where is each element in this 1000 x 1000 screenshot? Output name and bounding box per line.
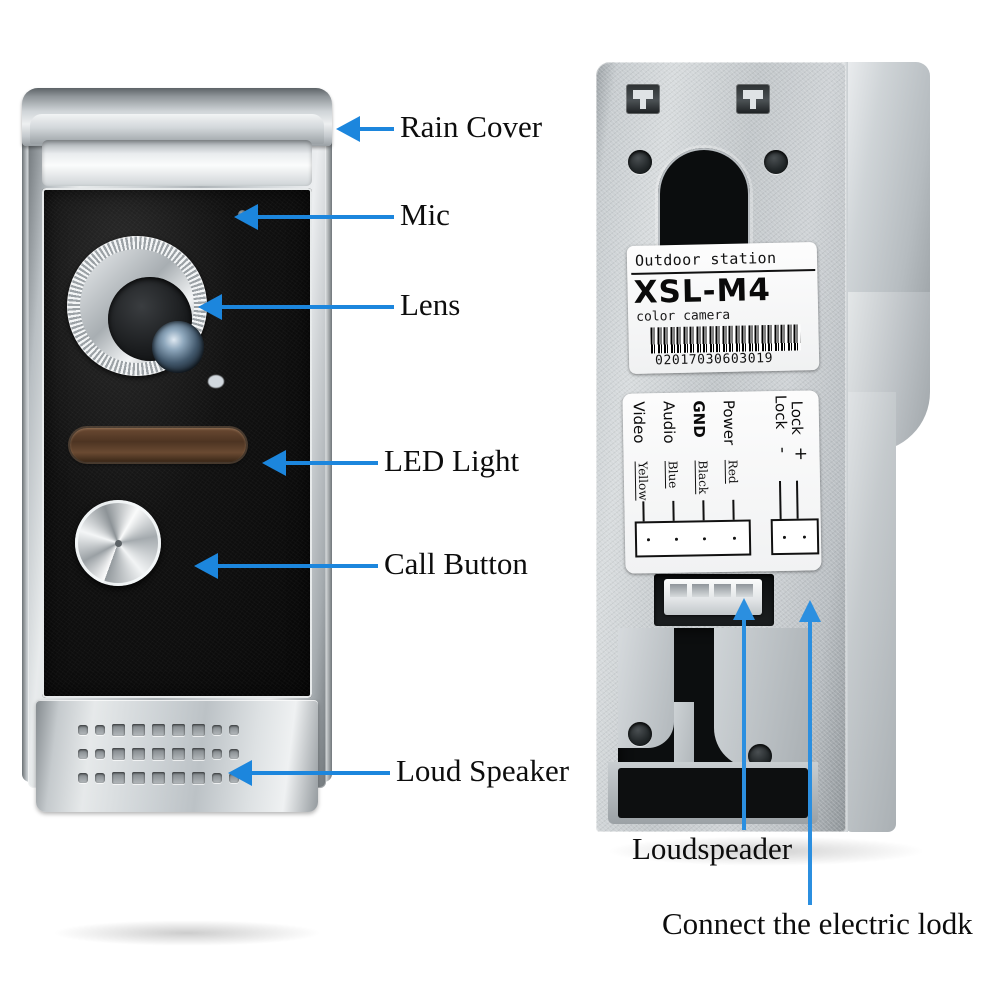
loud-speaker-leader: [250, 771, 390, 775]
label-led-light: LED Light: [384, 443, 520, 478]
call-button-leader: [216, 564, 378, 568]
call-button-hub: [115, 540, 122, 547]
speaker-grille-row: [78, 724, 239, 736]
terminal-wire-yellow: Yellow: [635, 461, 651, 501]
led-light-leader: [284, 461, 378, 465]
mount-clip-slot: [736, 84, 770, 114]
label-lens: Lens: [400, 287, 461, 322]
call-button-arrowhead: [194, 553, 218, 579]
product-label-model: XSL-M4: [633, 271, 772, 311]
mic-arrowhead: [234, 204, 258, 230]
terminal-stem: [642, 501, 645, 524]
led-light-arrowhead: [262, 450, 286, 476]
rain-cover-leader: [358, 127, 394, 131]
connector-recess: [654, 574, 774, 626]
label-electric-lock: Connect the electric lodk: [662, 906, 973, 941]
terminal-signal-video: Video: [629, 401, 649, 444]
call-button[interactable]: [75, 500, 161, 586]
connector-pins: [670, 584, 756, 597]
front-unit: [22, 88, 332, 946]
terminal-signal-lock-plus: Lock: [787, 400, 807, 436]
terminal-stem: [795, 480, 799, 523]
visor-band: [42, 140, 312, 186]
terminal-stem: [672, 500, 675, 523]
speaker-grille-row: [78, 772, 239, 784]
lock-plus-symbol: +: [790, 446, 811, 462]
terminal-signal-lock-minus: Lock: [771, 394, 791, 430]
rain-cover-arrowhead: [336, 116, 360, 142]
barcode-number: 02017030603019: [654, 350, 774, 369]
terminal-signal-gnd: GND: [689, 400, 709, 438]
label-mic: Mic: [400, 197, 450, 232]
screw-hole: [628, 722, 652, 746]
terminal-signal-power: Power: [719, 399, 739, 446]
label-rain-cover: Rain Cover: [400, 109, 543, 144]
terminal-stem: [702, 500, 705, 523]
product-label: Outdoor station XSL-M4 color camera 0201…: [626, 242, 820, 374]
lens-arrowhead: [198, 294, 222, 320]
loud-speaker-arrowhead: [228, 760, 252, 786]
lens-barrel: [108, 277, 224, 388]
label-call-button: Call Button: [384, 546, 528, 581]
loudspeaker-leader: [742, 618, 746, 830]
terminal-stem: [778, 480, 782, 523]
label-loudspeaker: Loudspeader: [632, 831, 793, 866]
back-unit-shadow: [606, 836, 926, 866]
electric-lock-leader: [808, 620, 812, 905]
lens-leader: [220, 305, 394, 309]
product-label-line1: Outdoor station: [634, 248, 777, 270]
camera-lens: [67, 236, 224, 388]
lens-highlight: [208, 375, 224, 388]
mic-leader: [256, 215, 394, 219]
side-hood-lower: [844, 392, 896, 832]
back-unit: Outdoor station XSL-M4 color camera 0201…: [596, 62, 936, 866]
rain-cover-lip: [30, 114, 324, 144]
terminal-connector-lock: [770, 518, 820, 556]
terminal-wire-red: Red: [725, 459, 741, 484]
loud-speaker-panel: [36, 700, 318, 812]
terminal-stem: [732, 499, 735, 522]
lens-bezel: [80, 249, 224, 388]
terminal-block-label: Video Audio GND Power Lock Lock Yellow B…: [622, 390, 822, 574]
screw-hole: [764, 150, 788, 174]
label-loud-speaker: Loud Speaker: [396, 753, 570, 788]
terminal-connector-main: [634, 519, 752, 558]
loudspeaker-arrowhead: [733, 598, 755, 620]
side-rain-cover-profile: [839, 62, 930, 832]
screw-hole: [628, 150, 652, 174]
terminal-signal-audio: Audio: [659, 400, 679, 444]
terminal-wire-blue: Blue: [665, 460, 681, 489]
speaker-grille-row: [78, 748, 239, 760]
electric-lock-arrowhead: [799, 600, 821, 622]
barcode-icon: [650, 324, 801, 354]
lower-base-cavity: [618, 768, 808, 818]
lock-minus-symbol: -: [772, 446, 793, 454]
terminal-wire-black: Black: [695, 460, 711, 495]
mount-clip-slot: [626, 84, 660, 114]
front-unit-shadow: [52, 920, 322, 946]
lens-glass: [152, 321, 224, 388]
led-light-bar: [70, 428, 246, 462]
rain-cover: [22, 88, 332, 146]
product-label-subtitle: color camera: [636, 307, 731, 325]
